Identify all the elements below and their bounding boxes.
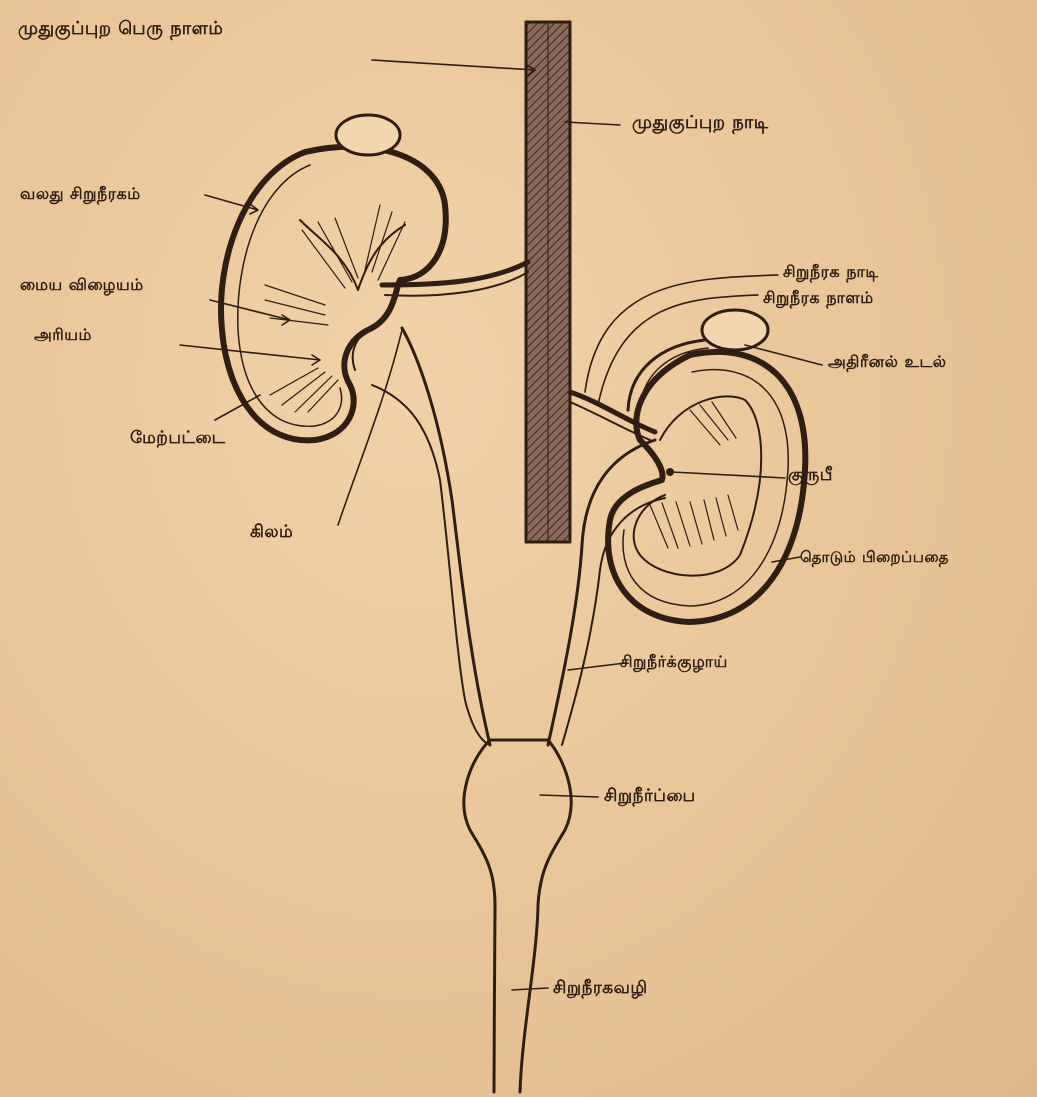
label-renal-vein: சிறுநீரக நாளம் (763, 288, 874, 309)
label-fibrous-membrane: தொடும் பிறைப்பதை (800, 548, 949, 568)
label-dorsal-aorta-vessel: முதுகுப்புற நாடி (632, 112, 769, 135)
left-adrenal-band-2 (640, 348, 708, 410)
label-cortex: அரியம் (34, 325, 92, 346)
right-kidney-pyramid-striations (265, 205, 405, 412)
right-kidney-pelvis (353, 328, 372, 370)
right-adrenal-gland (336, 115, 400, 155)
label-right-kidney: வலது சிறுநீரகம் (20, 184, 141, 205)
right-kidney-outer-capsule (221, 147, 446, 441)
label-urethra: சிறுநீரகவழி (553, 978, 648, 1000)
left-kidney-outer-capsule (608, 352, 805, 622)
urinary-bladder (464, 740, 571, 1092)
label-aorta: முதுகுப்புற பெரு நாளம் (18, 18, 223, 41)
left-kidney (608, 352, 805, 622)
left-ureter-inner (562, 498, 665, 745)
right-kidney (221, 147, 446, 441)
label-ureter: சிறுநீர்க்குழாய் (620, 652, 728, 673)
label-bladder: சிறுநீர்ப்பை (604, 786, 696, 808)
right-ureter-inner (372, 385, 490, 745)
label-renal-artery: சிறுநீரக நாடி (783, 262, 879, 283)
label-adrenal: அதிரீனல் உடல் (828, 352, 947, 373)
right-kidney-inner-line (238, 165, 342, 426)
label-papilla: குருபீ (788, 465, 833, 487)
label-medulla: மைய விழையம் (20, 275, 144, 296)
label-pelvis: கிலம் (250, 522, 293, 544)
left-adrenal-gland (702, 310, 768, 350)
label-capsule: மேற்பட்டை (130, 428, 226, 450)
